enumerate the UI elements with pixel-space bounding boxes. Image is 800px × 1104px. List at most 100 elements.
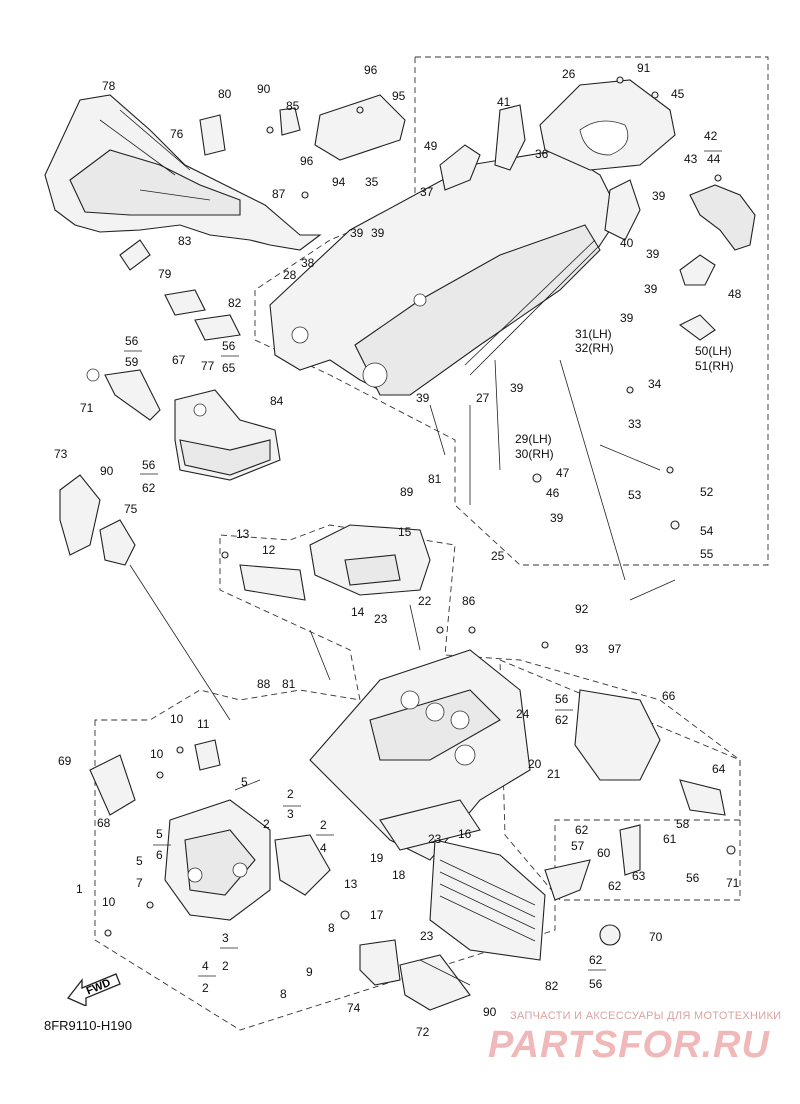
callout-77: 77 <box>201 359 215 373</box>
callout-80: 80 <box>218 87 232 101</box>
callout-62: 62 <box>608 879 622 893</box>
callout-75: 75 <box>124 502 138 516</box>
callout-51: 51(RH) <box>695 359 734 373</box>
callout-1: 1 <box>76 882 83 896</box>
callout-2: 2 <box>320 818 327 832</box>
callout-58: 58 <box>676 817 690 831</box>
callout-56: 56 <box>555 692 569 706</box>
callout-41: 41 <box>497 95 511 109</box>
callout-22: 22 <box>418 594 432 608</box>
callout-90: 90 <box>483 1005 497 1019</box>
callout-47: 47 <box>556 466 570 480</box>
callout-34: 34 <box>648 377 662 391</box>
callout-9: 9 <box>306 965 313 979</box>
callout-81: 81 <box>428 472 442 486</box>
footrest-plates <box>164 289 241 341</box>
mid-frame-parts <box>239 524 431 601</box>
callout-3: 3 <box>222 931 229 945</box>
callout-63: 63 <box>632 869 646 883</box>
callout-54: 54 <box>700 524 714 538</box>
fwd-arrow-icon: FWD <box>66 973 121 1006</box>
callout-39: 39 <box>550 511 564 525</box>
front-nose-frame <box>44 94 322 271</box>
callout-17: 17 <box>370 908 384 922</box>
callout-42: 42 <box>704 129 718 143</box>
callout-56: 56 <box>686 871 700 885</box>
callout-4: 4 <box>320 841 327 855</box>
callout-92: 92 <box>575 602 589 616</box>
callout-62: 62 <box>142 481 156 495</box>
callout-79: 79 <box>158 267 172 281</box>
watermark-logo: PARTSFOR.RU <box>488 1024 770 1066</box>
callout-23: 23 <box>420 929 434 943</box>
callout-56: 56 <box>125 334 139 348</box>
callout-96: 96 <box>300 154 314 168</box>
steering-post-assembly <box>86 368 281 481</box>
callout-23: 23 <box>374 612 388 626</box>
callout-59: 59 <box>125 355 139 369</box>
callout-94: 94 <box>332 175 346 189</box>
callout-52: 52 <box>700 485 714 499</box>
callout-38: 38 <box>301 256 315 270</box>
callout-31: 31(LH) <box>575 327 612 341</box>
callout-56: 56 <box>142 458 156 472</box>
callout-7: 7 <box>136 876 143 890</box>
callout-69: 69 <box>58 754 72 768</box>
cooler-heat-exchanger <box>429 839 546 961</box>
callout-65: 65 <box>222 361 236 375</box>
callout-50: 50(LH) <box>695 344 732 358</box>
callout-74: 74 <box>347 1001 361 1015</box>
callout-62: 62 <box>575 823 589 837</box>
callout-43: 43 <box>684 152 698 166</box>
callout-71: 71 <box>80 401 94 415</box>
watermark-caption: ЗАПЧАСТИ И АКСЕССУАРЫ ДЛЯ МОТОТЕХНИКИ <box>510 1010 782 1022</box>
callout-64: 64 <box>712 762 726 776</box>
callout-15: 15 <box>398 525 412 539</box>
callout-81: 81 <box>282 677 296 691</box>
callout-6: 6 <box>156 848 163 862</box>
callout-97: 97 <box>608 642 622 656</box>
callout-46: 46 <box>546 486 560 500</box>
callout-16: 16 <box>458 827 472 841</box>
callout-3: 3 <box>287 807 294 821</box>
callout-53: 53 <box>628 488 642 502</box>
callout-11: 11 <box>197 717 210 731</box>
callout-44: 44 <box>707 152 721 166</box>
callout-36: 36 <box>535 147 549 161</box>
callout-5: 5 <box>241 775 248 789</box>
callout-12: 12 <box>262 543 276 557</box>
engine-cradle <box>309 649 531 861</box>
callout-21: 21 <box>547 767 561 781</box>
callout-62: 62 <box>589 953 603 967</box>
callout-90: 90 <box>100 464 114 478</box>
group-bars <box>124 150 722 977</box>
callout-35: 35 <box>365 175 379 189</box>
callout-95: 95 <box>392 89 406 103</box>
group-outline-rear-assembly <box>254 56 769 566</box>
callout-91: 91 <box>637 61 651 75</box>
callout-14: 14 <box>351 605 365 619</box>
callout-2: 2 <box>222 959 229 973</box>
diagram-code: 8FR9110-H190 <box>44 1018 132 1033</box>
callout-88: 88 <box>257 677 271 691</box>
callout-2: 2 <box>287 787 294 801</box>
fwd-label: FWD <box>85 977 113 998</box>
callout-60: 60 <box>597 846 611 860</box>
callout-86: 86 <box>462 594 476 608</box>
callout-67: 67 <box>172 353 186 367</box>
callout-82: 82 <box>545 979 559 993</box>
callout-23: 23 <box>428 832 442 846</box>
callout-39: 39 <box>652 189 666 203</box>
group-outline-subframe <box>499 659 741 901</box>
lower-right-brackets <box>544 689 726 946</box>
callout-10: 10 <box>102 895 116 909</box>
callout-56: 56 <box>222 339 236 353</box>
callout-29: 29(LH) <box>515 432 552 446</box>
callout-89: 89 <box>400 485 414 499</box>
callout-85: 85 <box>286 99 300 113</box>
callout-33: 33 <box>628 417 642 431</box>
callout-25: 25 <box>491 549 505 563</box>
callout-39: 39 <box>646 247 660 261</box>
callout-8: 8 <box>280 987 287 1001</box>
callout-49: 49 <box>424 139 438 153</box>
